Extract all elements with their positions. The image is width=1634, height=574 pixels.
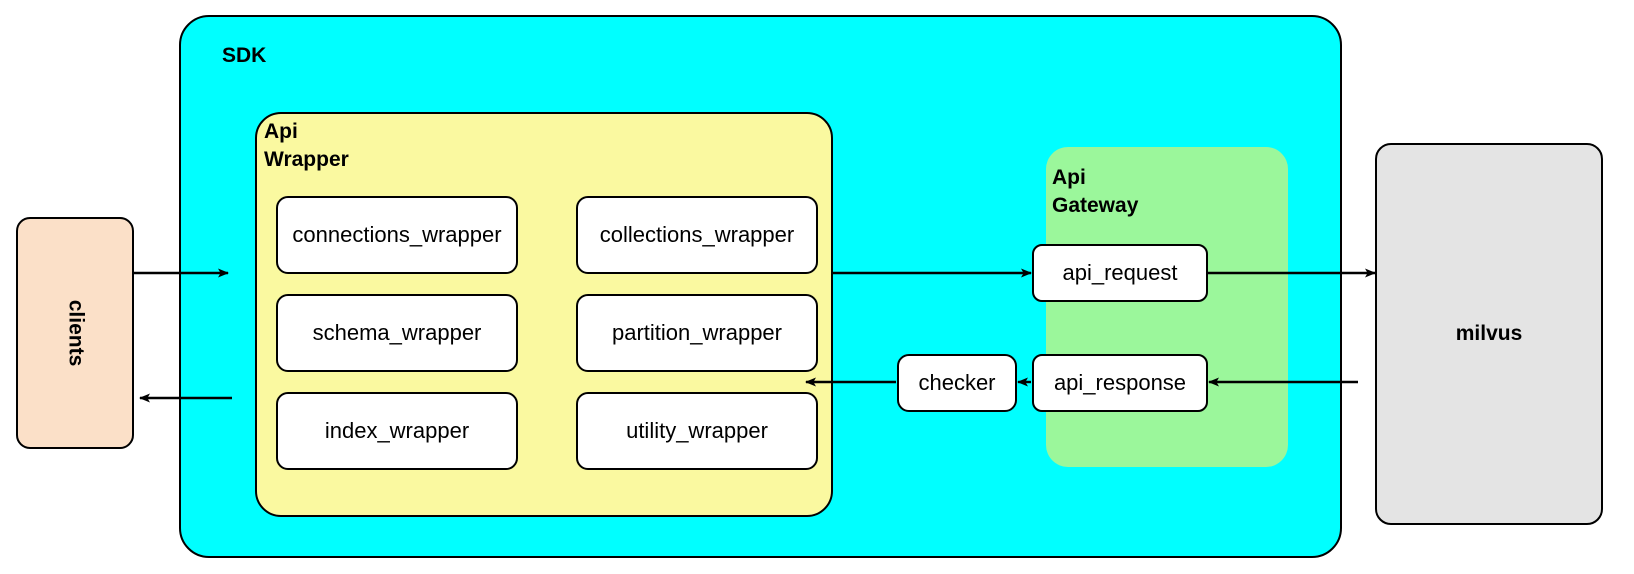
api-response-node[interactable]: api_response [1032,354,1208,412]
checker-label: checker [918,370,996,395]
api-gateway-container-label: Api Gateway [1052,166,1139,217]
collections-wrapper-node[interactable]: collections_wrapper [576,196,818,274]
api-response-label: api_response [1053,370,1187,395]
api-request-node[interactable]: api_request [1032,244,1208,302]
checker-node[interactable]: checker [897,354,1017,412]
utility-wrapper-label: utility_wrapper [626,418,768,443]
connections-wrapper-node[interactable]: connections_wrapper [276,196,518,274]
api-gateway-container [1046,147,1288,467]
clients-label: clients [64,299,87,367]
collections-wrapper-label: collections_wrapper [599,222,795,247]
partition-wrapper-label: partition_wrapper [612,320,782,345]
api-wrapper-container-label: Api Wrapper [264,120,349,171]
connections-wrapper-label: connections_wrapper [292,222,502,247]
sdk-container-label: SDK [222,44,267,67]
milvus-node[interactable]: milvus [1375,143,1603,525]
index-wrapper-node[interactable]: index_wrapper [276,392,518,470]
clients-node[interactable]: clients [16,217,134,449]
schema-wrapper-node[interactable]: schema_wrapper [276,294,518,372]
api-request-label: api_request [1062,260,1178,285]
index-wrapper-label: index_wrapper [324,418,470,443]
partition-wrapper-node[interactable]: partition_wrapper [576,294,818,372]
utility-wrapper-node[interactable]: utility_wrapper [576,392,818,470]
milvus-label: milvus [1455,322,1523,345]
schema-wrapper-label: schema_wrapper [312,320,482,345]
